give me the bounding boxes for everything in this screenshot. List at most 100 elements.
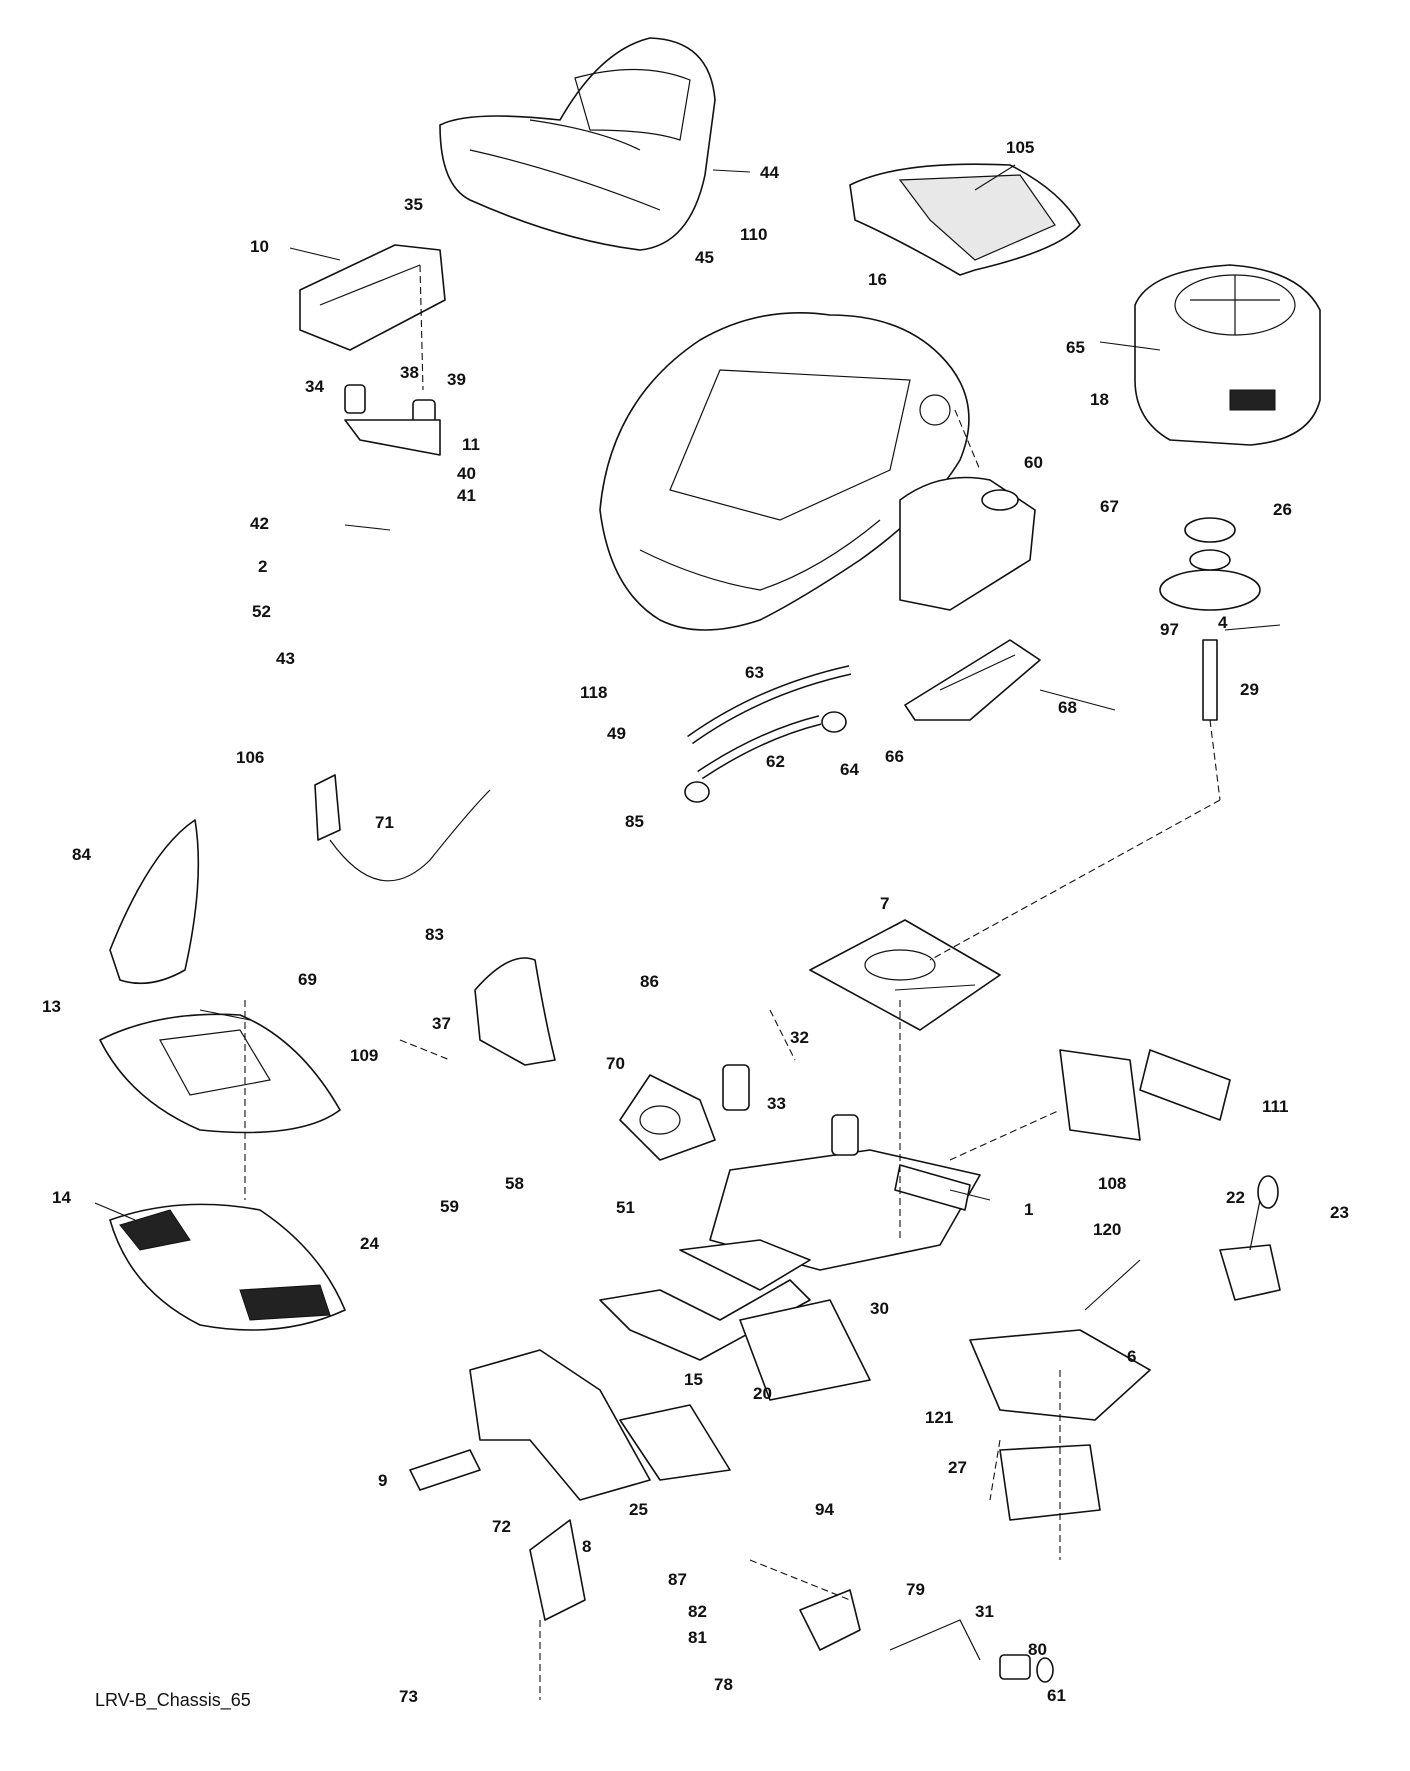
grille-cover-part [849,163,1081,276]
pulley-part [1159,517,1261,721]
fuel-tank-part [899,476,1036,611]
part-label-25: 25 [629,1500,648,1519]
part-label-33: 33 [767,1094,786,1113]
part-label-14: 14 [52,1188,71,1207]
part-label-109: 109 [350,1046,378,1065]
part-label-18: 18 [1090,390,1109,409]
footrest-14-part [109,1203,346,1331]
part-label-81: 81 [688,1628,707,1647]
part-label-111: 111 [1262,1097,1289,1116]
panel-68-part [904,639,1041,721]
part-label-31: 31 [975,1602,994,1621]
part-label-15: 15 [684,1370,703,1389]
bracket-83-part [474,957,556,1066]
part-label-8: 8 [582,1537,591,1556]
part-label-65: 65 [1066,338,1085,357]
part-label-6: 6 [1127,1347,1136,1366]
part-label-44: 44 [760,163,779,182]
part-label-121: 121 [925,1408,953,1427]
part-label-87: 87 [668,1570,687,1589]
part-label-70: 70 [606,1054,625,1073]
part-label-2: 2 [258,557,267,576]
body-shroud-part [599,312,970,631]
part-label-51: 51 [616,1198,635,1217]
part-label-35: 35 [404,195,423,214]
part-label-72: 72 [492,1517,511,1536]
springs-part [344,384,441,456]
part-label-94: 94 [815,1500,834,1519]
part-label-62: 62 [766,752,785,771]
part-label-108: 108 [1098,1174,1126,1193]
cable-part [314,774,491,882]
part-label-41: 41 [457,486,476,505]
part-label-45: 45 [695,248,714,267]
part-label-49: 49 [607,724,626,743]
part-label-4: 4 [1218,613,1228,632]
part-label-80: 80 [1028,1640,1047,1659]
part-number-labels: 1246789101113141516182022232425262729303… [42,138,1349,1706]
part-label-11: 11 [462,435,480,454]
part-label-120: 120 [1093,1220,1121,1239]
seat-plate-part [299,244,446,351]
part-label-83: 83 [425,925,444,944]
part-label-68: 68 [1058,698,1077,717]
part-label-106: 106 [236,748,264,767]
main-frame-part [469,1239,811,1501]
part-label-63: 63 [745,663,764,682]
bracket-108-part [1059,1049,1141,1141]
part-label-73: 73 [399,1687,418,1706]
part-label-86: 86 [640,972,659,991]
shifter-part [1219,1175,1281,1301]
part-label-60: 60 [1024,453,1043,472]
part-label-40: 40 [457,464,476,483]
part-9 [409,1449,481,1491]
part-label-30: 30 [870,1299,889,1318]
part-label-22: 22 [1226,1188,1245,1207]
panel-27-part [999,1444,1101,1521]
cover-84-part [109,819,200,985]
hoses-part [684,665,852,803]
leader-lines [94,164,1281,1311]
part-label-23: 23 [1330,1203,1349,1222]
part-label-16: 16 [868,270,887,289]
part-label-10: 10 [250,237,269,256]
bracket-30-part [739,1299,871,1401]
part-label-110: 110 [740,225,767,244]
part-label-66: 66 [885,747,904,766]
frame-1-part [709,1149,981,1271]
part-label-52: 52 [252,602,271,621]
part-label-67: 67 [1100,497,1119,516]
part-label-79: 79 [906,1580,925,1599]
springs-33-part [722,1064,859,1156]
part-label-43: 43 [276,649,295,668]
part-label-38: 38 [400,363,419,382]
part-label-118: 118 [580,683,607,702]
diagram-caption: LRV-B_Chassis_65 [95,1690,251,1710]
part-label-24: 24 [360,1234,379,1253]
bracket-111-part [1139,1049,1231,1121]
part-label-105: 105 [1006,138,1034,157]
part-label-61: 61 [1047,1686,1066,1705]
part-label-59: 59 [440,1197,459,1216]
part-label-85: 85 [625,812,644,831]
part-label-69: 69 [298,970,317,989]
part-label-20: 20 [753,1384,772,1403]
part-label-82: 82 [688,1602,707,1621]
pedal-assembly-part [799,1589,1054,1683]
part-label-42: 42 [250,514,269,533]
part-label-78: 78 [714,1675,733,1694]
part-label-9: 9 [378,1471,387,1490]
part-label-27: 27 [948,1458,967,1477]
seat-part [439,37,716,251]
bracket-8-part [529,1519,586,1621]
engine-part [1134,264,1321,446]
part-label-37: 37 [432,1014,451,1033]
part-label-97: 97 [1160,620,1179,639]
part-label-84: 84 [72,845,91,864]
part-label-34: 34 [305,377,324,396]
part-label-71: 71 [375,813,394,832]
part-label-32: 32 [790,1028,809,1047]
part-label-7: 7 [880,894,889,913]
part-label-39: 39 [447,370,466,389]
